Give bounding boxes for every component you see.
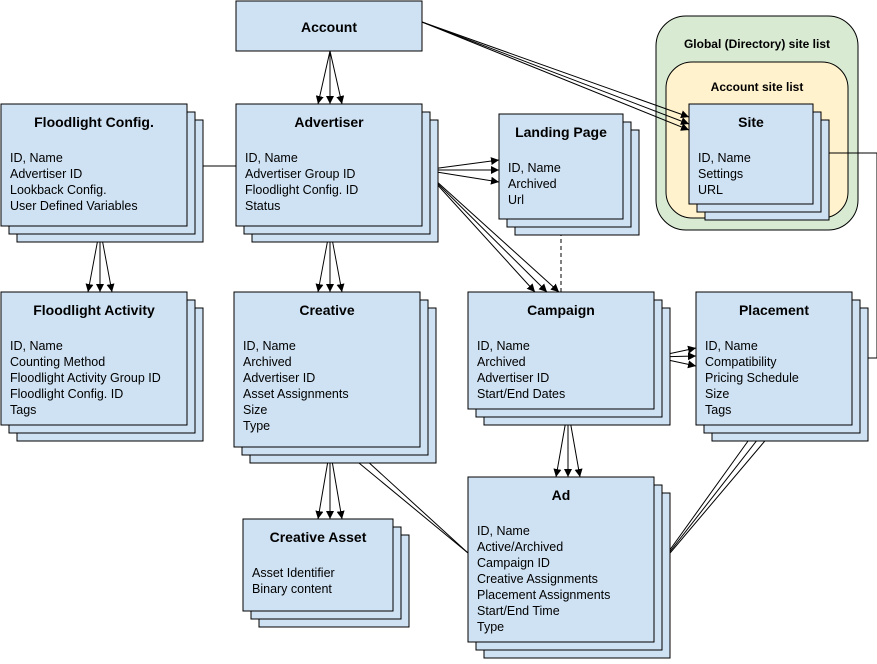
campaign-title: Campaign bbox=[527, 302, 595, 318]
account-box: Account bbox=[235, 0, 423, 52]
site-box-face bbox=[688, 103, 814, 205]
floodlight-activity-field: Counting Method bbox=[10, 355, 105, 369]
relationship-arrow bbox=[653, 415, 787, 573]
placement-field: Compatibility bbox=[705, 355, 777, 369]
floodlight-activity-field: ID, Name bbox=[10, 339, 63, 353]
campaign-box-face bbox=[467, 291, 655, 410]
creative-asset-box-face bbox=[242, 518, 394, 612]
relationship-arrow bbox=[421, 21, 690, 131]
landing-page-field: Url bbox=[508, 193, 524, 207]
relationship-arrow bbox=[315, 50, 331, 105]
relationship-arrow bbox=[341, 448, 469, 554]
creative-title: Creative bbox=[299, 302, 354, 318]
ad-field: Start/End Time bbox=[477, 604, 560, 618]
placement-field: Size bbox=[705, 387, 729, 401]
creative-field: Type bbox=[243, 419, 270, 433]
advertiser-field: Status bbox=[245, 199, 280, 213]
advertiser-box-face bbox=[235, 103, 423, 227]
relationship-arrow bbox=[653, 415, 777, 573]
ad-title: Ad bbox=[552, 487, 571, 503]
floodlight-activity-field: Tags bbox=[10, 403, 36, 417]
global-site-list-title: Global (Directory) site list bbox=[684, 37, 830, 51]
placement-field: Tags bbox=[705, 403, 731, 417]
floodlight-config-field: Advertiser ID bbox=[10, 167, 82, 181]
ad-field: Campaign ID bbox=[477, 556, 550, 570]
floodlight-config-title: Floodlight Config. bbox=[34, 114, 154, 130]
creative-asset-field: Asset Identifier bbox=[252, 566, 335, 580]
ad-field: Active/Archived bbox=[477, 540, 563, 554]
creative-field: Archived bbox=[243, 355, 292, 369]
floodlight-config-field: User Defined Variables bbox=[10, 199, 138, 213]
ad-field: Placement Assignments bbox=[477, 588, 610, 602]
floodlight-activity-box-face bbox=[0, 291, 188, 426]
ad-field: Creative Assignments bbox=[477, 572, 598, 586]
floodlight-activity-title: Floodlight Activity bbox=[33, 302, 155, 318]
creative-field: ID, Name bbox=[243, 339, 296, 353]
creative-asset-field: Binary content bbox=[252, 582, 332, 596]
placement-field: Pricing Schedule bbox=[705, 371, 799, 385]
account-site-list-title: Account site list bbox=[711, 80, 804, 94]
floodlight-activity-field: Floodlight Activity Group ID bbox=[10, 371, 161, 385]
campaign-field: Start/End Dates bbox=[477, 387, 565, 401]
campaign-field: Archived bbox=[477, 355, 526, 369]
relationship-arrow bbox=[423, 169, 536, 293]
placement-title: Placement bbox=[739, 302, 809, 318]
account-title: Account bbox=[301, 19, 357, 35]
advertiser-field: ID, Name bbox=[245, 151, 298, 165]
site-title: Site bbox=[738, 114, 764, 130]
site-field: URL bbox=[698, 183, 723, 197]
landing-page-box-face bbox=[498, 113, 624, 220]
relationship-arrow bbox=[423, 169, 560, 293]
advertiser-title: Advertiser bbox=[294, 114, 364, 130]
ad-field: Type bbox=[477, 620, 504, 634]
relationship-arrow bbox=[329, 50, 345, 105]
advertiser-field: Advertiser Group ID bbox=[245, 167, 355, 181]
campaign-field: Advertiser ID bbox=[477, 371, 549, 385]
site-field: ID, Name bbox=[698, 151, 751, 165]
ad-field: ID, Name bbox=[477, 524, 530, 538]
placement-box-face bbox=[695, 291, 853, 426]
landing-page-title: Landing Page bbox=[515, 124, 607, 140]
advertiser-field: Floodlight Config. ID bbox=[245, 183, 358, 197]
creative-box-face bbox=[233, 291, 421, 448]
creative-field: Size bbox=[243, 403, 267, 417]
floodlight-config-box-face bbox=[0, 103, 188, 227]
ad-box-face bbox=[467, 476, 655, 643]
relationship-arrow bbox=[421, 21, 690, 119]
account-box-face bbox=[235, 0, 423, 52]
landing-page-field: ID, Name bbox=[508, 161, 561, 175]
campaign-field: ID, Name bbox=[477, 339, 530, 353]
creative-field: Advertiser ID bbox=[243, 371, 315, 385]
floodlight-config-field: ID, Name bbox=[10, 151, 63, 165]
floodlight-activity-field: Floodlight Config. ID bbox=[10, 387, 123, 401]
relationship-arrow bbox=[353, 448, 469, 554]
relationship-arrow bbox=[421, 21, 690, 125]
creative-field: Asset Assignments bbox=[243, 387, 349, 401]
relationship-arrow bbox=[423, 169, 548, 293]
creative-asset-title: Creative Asset bbox=[270, 529, 367, 545]
placement-field: ID, Name bbox=[705, 339, 758, 353]
site-field: Settings bbox=[698, 167, 743, 181]
relationship-arrow bbox=[653, 415, 767, 573]
landing-page-field: Archived bbox=[508, 177, 557, 191]
floodlight-config-field: Lookback Config. bbox=[10, 183, 107, 197]
